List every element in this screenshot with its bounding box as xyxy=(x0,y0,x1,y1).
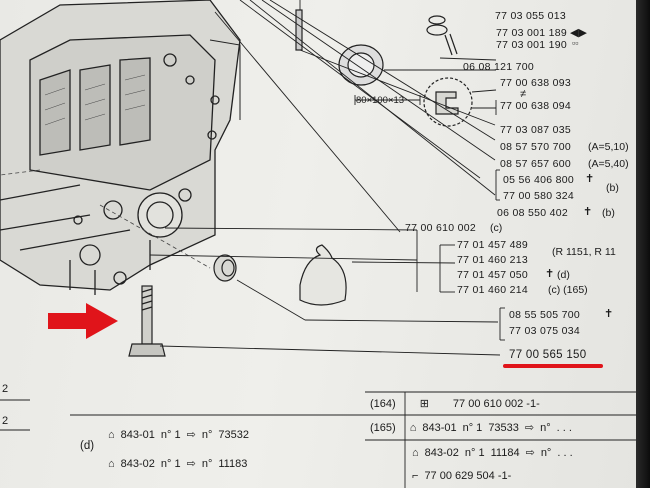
table-row: (165) ⌂ 843-01 n° 1 73533 ⇨ n° . . . xyxy=(370,421,572,435)
number-label: n° xyxy=(201,428,213,441)
number-label: n° 1 xyxy=(160,457,181,470)
engine-icon: ⌂ xyxy=(108,428,115,441)
note-b: (b) xyxy=(606,182,619,194)
ref-number: (165) xyxy=(370,421,396,434)
engine-icon: ⌂ xyxy=(409,421,417,434)
engine-icon: ⌂ xyxy=(108,457,115,470)
part-number: 77 00 580 324 xyxy=(503,190,575,202)
table-row: (164) ⊞ 77 00 610 002 -1- xyxy=(370,397,540,411)
ellipsis: . . . xyxy=(557,446,573,459)
part-number: 77 03 075 034 xyxy=(509,325,581,337)
cross-icon: ✝ xyxy=(585,173,595,185)
part-number: 77 01 460 213 xyxy=(457,254,529,266)
arrow-right-icon: ⇨ xyxy=(186,458,196,470)
ref-number: (164) xyxy=(370,397,396,410)
note-a540: (A=5,40) xyxy=(588,158,629,170)
part-number: 08 55 505 700 xyxy=(509,309,581,321)
part-number: 77 03 001 190 xyxy=(496,39,568,51)
note-c165: (c) (165) xyxy=(548,284,588,296)
arrow-right-icon: ⇨ xyxy=(524,422,535,434)
bolt-part xyxy=(128,285,166,357)
table-row: ⌂ 843-02 n° 1 ⇨ n° 11183 xyxy=(108,457,248,471)
part-number: 06 08 121 700 xyxy=(463,61,535,73)
number-label: n° xyxy=(201,457,213,470)
serial-number: 11184 xyxy=(490,446,520,459)
part-number: 08 57 657 600 xyxy=(500,158,572,170)
part-number: 77 03 087 035 xyxy=(500,124,572,136)
arrow-right-icon: ⇨ xyxy=(186,429,196,441)
note-b: (b) xyxy=(602,207,615,219)
highlighted-part-number: 77 00 565 150 xyxy=(509,349,587,361)
engine-icon: ⌐ xyxy=(412,470,419,482)
table-row: ⌐ 77 00 629 504 -1- xyxy=(412,470,511,482)
part-number: 77 03 055 013 xyxy=(495,10,567,22)
note-c: (c) xyxy=(490,222,503,234)
part-number: 77 00 629 504 -1- xyxy=(424,470,512,482)
bushing-part xyxy=(213,254,237,282)
serial-number: 73532 xyxy=(218,428,249,441)
part-number: 77 00 610 002 xyxy=(405,222,477,234)
cross-icon: ✝ xyxy=(545,268,555,280)
part-number: 77 01 457 050 xyxy=(457,269,529,281)
highlight-arrow xyxy=(48,303,118,339)
engine-type: 843-02 xyxy=(424,446,459,459)
note-d: (d) xyxy=(80,440,95,452)
engine-block-illustration xyxy=(0,0,241,295)
engine-icon: ⌂ xyxy=(412,446,419,459)
cross-icon: ✝ xyxy=(583,206,593,218)
square-grid-icon: ▫▫ xyxy=(572,38,579,48)
part-number: 77 03 001 189 xyxy=(496,27,568,39)
engine-type: 843-01 xyxy=(422,421,457,434)
highlight-underline xyxy=(503,364,603,368)
sealant-bag-part xyxy=(299,244,347,306)
serial-number: 73533 xyxy=(488,421,519,434)
part-number: 77 01 460 214 xyxy=(457,284,529,296)
cross-box-icon: ⊞ xyxy=(419,398,429,410)
number-label: n° 1 xyxy=(464,446,485,459)
number-label: n° 1 xyxy=(160,428,181,441)
table-row: ⌂ 843-02 n° 1 11184 ⇨ n° . . . xyxy=(412,446,573,460)
number-label: n° 1 xyxy=(462,421,483,434)
part-number: 77 00 638 093 xyxy=(500,77,572,89)
number-label: n° xyxy=(540,421,551,434)
cross-icon: ✝ xyxy=(604,308,614,320)
stud-part xyxy=(295,9,303,51)
note-r1151: (R 1151, R 11 xyxy=(552,246,616,258)
detail-circle xyxy=(423,77,473,127)
table-row: ⌂ 843-01 n° 1 ⇨ n° 73532 xyxy=(108,428,249,442)
seal-dimensions: 80×100×13 xyxy=(356,95,405,106)
edge-number: 2 xyxy=(2,415,9,427)
part-number: 77 01 457 489 xyxy=(457,239,529,251)
edge-number: 2 xyxy=(2,383,9,395)
page-edge-shadow xyxy=(636,0,650,488)
part-number: 08 57 570 700 xyxy=(500,141,572,153)
arrow-right-icon: ⇨ xyxy=(525,447,535,459)
part-number: 77 00 610 002 -1- xyxy=(452,397,540,410)
number-label: n° xyxy=(540,446,552,459)
engine-type: 843-02 xyxy=(120,457,155,470)
arrow-icon: ◀▶ xyxy=(570,27,587,39)
note-d: (d) xyxy=(557,269,570,281)
ellipsis: . . . xyxy=(556,421,572,434)
part-number: 06 08 550 402 xyxy=(497,207,569,219)
engine-type: 843-01 xyxy=(120,428,155,441)
not-equal-symbol: ≠ xyxy=(520,88,527,100)
part-number: 77 00 638 094 xyxy=(500,100,572,112)
part-number: 05 56 406 800 xyxy=(503,174,575,186)
note-a510: (A=5,10) xyxy=(588,141,629,153)
serial-number: 11183 xyxy=(218,457,248,470)
